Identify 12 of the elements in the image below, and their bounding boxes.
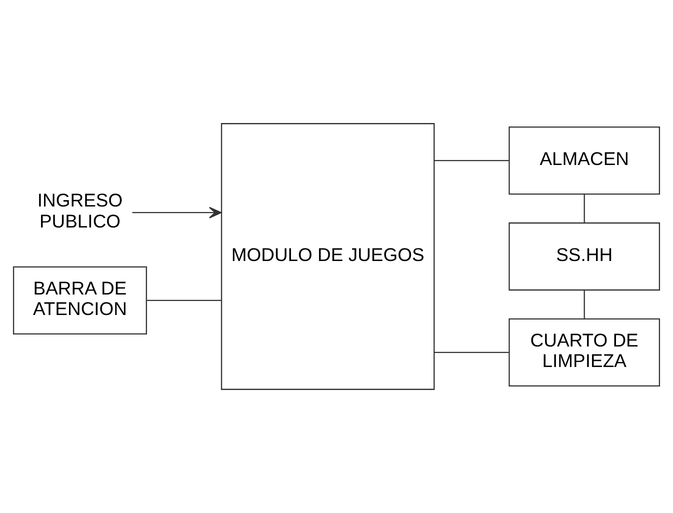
node-box: ALMACEN	[508, 126, 660, 195]
node-box: CUARTO DE LIMPIEZA	[508, 318, 660, 386]
node-text: INGRESO PUBLICO	[37, 190, 123, 232]
node-box: SS.HH	[508, 222, 660, 291]
arrow	[132, 206, 222, 218]
node-box: BARRA DE ATENCION	[12, 266, 147, 334]
connector	[584, 194, 585, 223]
node-box: MODULO DE JUEGOS	[220, 123, 435, 390]
connector	[584, 290, 585, 319]
connector	[146, 300, 222, 301]
connector	[434, 160, 509, 162]
connector	[434, 352, 509, 353]
